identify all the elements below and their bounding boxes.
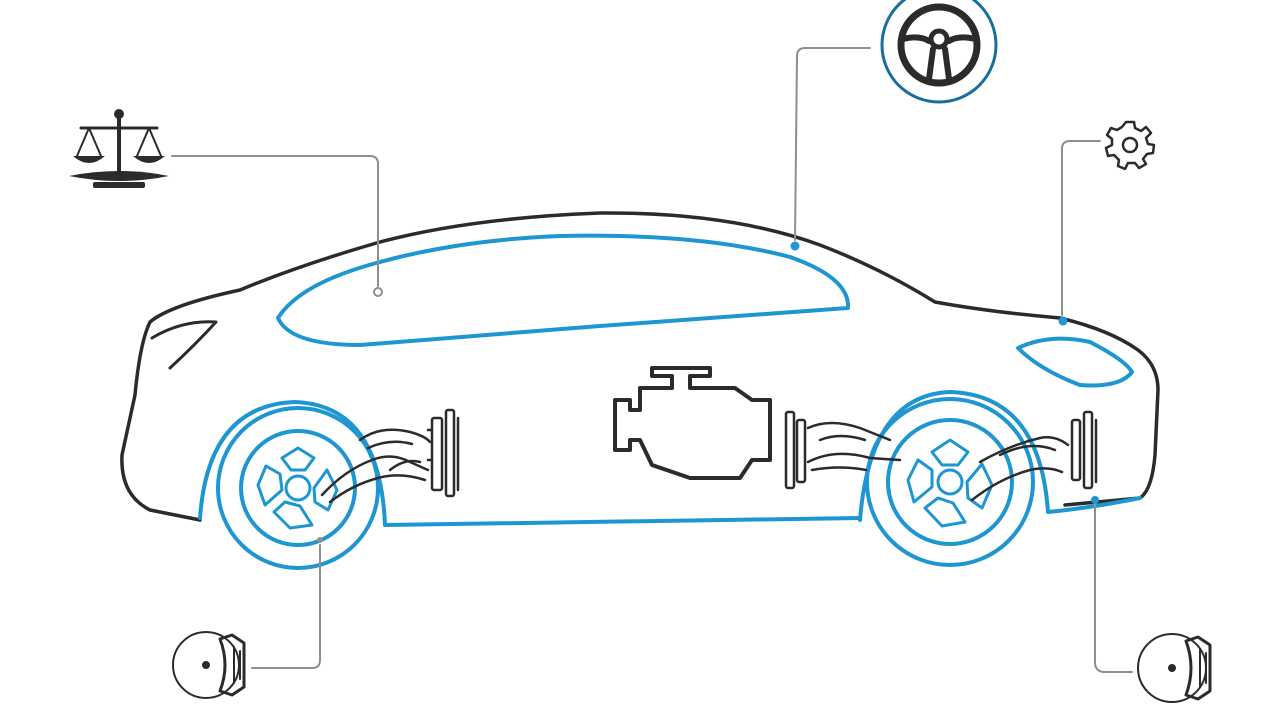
rear-wheel bbox=[865, 397, 1035, 567]
gear-icon bbox=[1104, 120, 1156, 171]
gear-callout bbox=[1058, 120, 1156, 326]
disc-brake-icon bbox=[1137, 633, 1212, 703]
car-body-outline bbox=[120, 211, 1160, 522]
rear-suspension bbox=[784, 410, 1098, 502]
rear-brake-callout bbox=[1091, 496, 1212, 703]
front-brake-callout bbox=[172, 537, 323, 699]
scales-icon bbox=[69, 109, 169, 188]
front-suspension bbox=[320, 408, 460, 504]
front-wheel bbox=[216, 406, 380, 570]
steering-callout bbox=[790, 0, 998, 251]
sill-line bbox=[384, 516, 862, 527]
disc-brake-icon bbox=[172, 631, 246, 699]
front-arch bbox=[198, 400, 387, 527]
engine-icon bbox=[613, 366, 772, 480]
window-outline bbox=[276, 233, 851, 347]
scales-callout bbox=[69, 109, 383, 297]
steering-wheel-icon bbox=[880, 0, 998, 104]
headlight-outline bbox=[1016, 336, 1134, 388]
